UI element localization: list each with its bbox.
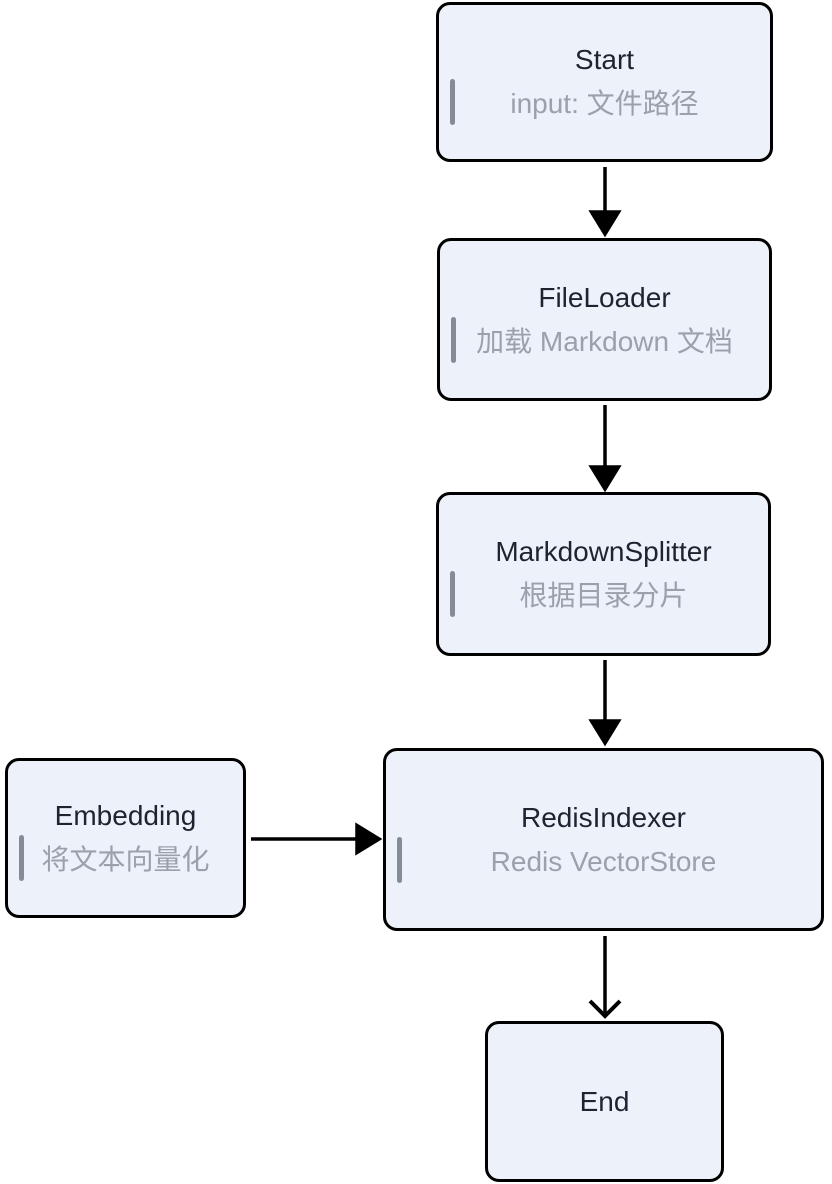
node-fileloader: FileLoader 加载 Markdown 文档	[437, 238, 772, 401]
node-subtitle: 根据目录分片	[519, 580, 688, 611]
node-subtitle: input: 文件路径	[510, 88, 699, 119]
node-markdownsplitter: MarkdownSplitter 根据目录分片	[436, 492, 771, 656]
node-title: RedisIndexer	[521, 801, 686, 833]
arrowhead-filled-icon	[588, 719, 622, 747]
node-title: MarkdownSplitter	[495, 536, 712, 567]
node-title: Start	[574, 44, 635, 75]
subtitle-accent-bar	[19, 835, 24, 881]
arrowhead-filled-icon	[588, 465, 622, 493]
arrowhead-filled-icon	[588, 210, 622, 238]
subtitle-accent-bar	[397, 836, 402, 883]
edge-start-to-fileloader	[588, 167, 622, 238]
node-title: Embedding	[54, 800, 197, 831]
node-embedding: Embedding 将文本向量化	[5, 758, 246, 918]
edge-fileloader-to-markdownsplitter	[588, 405, 622, 493]
node-subtitle: Redis VectorStore	[490, 845, 717, 877]
node-title: End	[579, 1085, 630, 1117]
node-subtitle: 加载 Markdown 文档	[476, 325, 733, 357]
node-start: Start input: 文件路径	[436, 2, 773, 162]
node-title: FileLoader	[538, 281, 671, 313]
edge-markdownsplitter-to-redisindexer	[588, 660, 622, 747]
node-redisindexer: RedisIndexer Redis VectorStore	[383, 748, 824, 931]
subtitle-accent-bar	[450, 79, 455, 125]
arrowhead-filled-icon	[355, 822, 383, 856]
node-subtitle: 将文本向量化	[41, 844, 210, 875]
subtitle-accent-bar	[451, 316, 456, 363]
edge-redisindexer-to-end	[588, 936, 622, 1019]
subtitle-accent-bar	[450, 571, 455, 617]
node-end: End	[485, 1021, 724, 1182]
edge-embedding-to-redisindexer	[251, 822, 383, 856]
arrowhead-chevron-icon	[588, 999, 622, 1019]
